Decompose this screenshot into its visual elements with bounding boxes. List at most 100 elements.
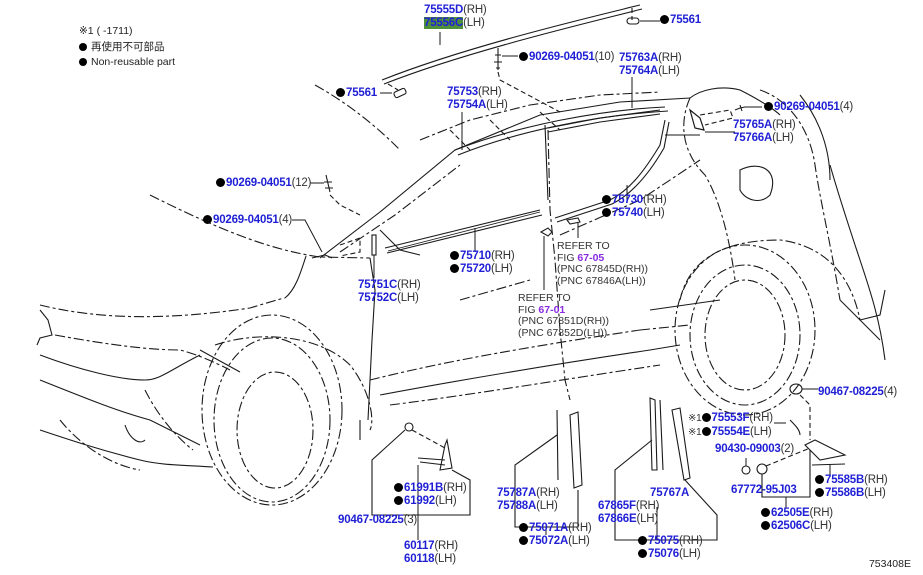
part-link-75585B[interactable]: 75585B — [825, 474, 865, 486]
part-link-75561[interactable]: 75561 — [670, 14, 701, 26]
non-reusable-dot-icon — [394, 483, 403, 492]
note-mark: ※1 — [79, 25, 94, 37]
part-link-90467-08225[interactable]: 90467-08225 — [818, 386, 884, 398]
refer-fig-67-05: REFER TO FIG 67-05 (PNC 67845D(RH)) (PNC… — [557, 240, 648, 287]
part-link-75075[interactable]: 75075 — [648, 535, 679, 547]
suffix-lh: (LH) — [536, 499, 558, 512]
roof-molding-drawing — [381, 4, 643, 85]
callout-75561-top: 75561 — [660, 14, 701, 27]
part-link-90269-04051[interactable]: 90269-04051 — [226, 177, 292, 189]
legend-non-reusable-jp: 再使用不可部品 — [79, 40, 165, 54]
pillar-garnish-center-drawing — [614, 397, 718, 541]
suffix-rh: (RH) — [568, 522, 592, 534]
refer-parts-drawing — [539, 217, 581, 290]
front-fender-garnish-drawing — [371, 422, 471, 540]
part-link-90269-04051[interactable]: 90269-04051 — [774, 101, 840, 113]
pillar-clips-drawing — [292, 174, 361, 259]
callout-screw-front-3: 90467-08225(3) — [338, 514, 417, 527]
part-link-61991B[interactable]: 61991B — [404, 482, 444, 494]
suffix-lh: (LH) — [434, 494, 457, 507]
illustration-id: 753408E — [868, 558, 911, 570]
part-link-90467-08225[interactable]: 90467-08225 — [338, 514, 404, 526]
non-reusable-dot-icon — [519, 523, 528, 532]
note-mark: ※1 — [688, 426, 702, 438]
refer-fig-67-01: REFER TO FIG 67-01 (PNC 67851D(RH)) (PNC… — [518, 292, 610, 339]
part-link-75586B[interactable]: 75586B — [825, 486, 865, 499]
part-link-75555D[interactable]: 75555D — [424, 4, 464, 16]
part-link-75710[interactable]: 75710 — [460, 250, 491, 262]
part-link-75720[interactable]: 75720 — [460, 262, 491, 275]
part-link-61992[interactable]: 61992 — [404, 494, 435, 507]
suffix-rh: (RH) — [434, 540, 458, 552]
pnc-rh: (PNC 67851D(RH)) — [518, 315, 610, 327]
part-link-75764A[interactable]: 75764A — [619, 64, 659, 77]
suffix-rh: (RH) — [658, 52, 682, 64]
part-link-75740[interactable]: 75740 — [612, 206, 643, 219]
part-link-75730[interactable]: 75730 — [612, 194, 643, 206]
suffix-lh: (LH) — [642, 206, 665, 219]
non-reusable-dot-icon — [638, 536, 647, 545]
callout-clip-rear-4: 90269-04051(4) — [764, 101, 853, 114]
part-link-75787A[interactable]: 75787A — [497, 487, 537, 499]
callout-75561-left: 75561 — [336, 87, 377, 100]
part-link-60118[interactable]: 60118 — [404, 552, 435, 565]
part-link-75553F[interactable]: 75553F — [711, 412, 750, 424]
part-link-75753[interactable]: 75753 — [447, 86, 478, 98]
non-reusable-dot-icon — [764, 102, 773, 111]
part-link-75561[interactable]: 75561 — [346, 87, 377, 99]
part-link-75767A[interactable]: 75767A — [650, 487, 690, 499]
fig-link-67-01[interactable]: 67-01 — [538, 303, 566, 316]
callout-rear-belt-molding: 75730(RH) 75740(LH) — [602, 194, 667, 219]
part-link-90269-04051[interactable]: 90269-04051 — [529, 51, 595, 63]
part-link-75763A[interactable]: 75763A — [619, 52, 659, 64]
fig-link-67-05[interactable]: 67-05 — [577, 251, 605, 264]
non-reusable-dot-icon — [701, 413, 711, 422]
callout-plug-95j03: 67772-95J03 — [731, 484, 797, 497]
part-link-62505E[interactable]: 62505E — [771, 507, 810, 519]
quantity: (4) — [278, 214, 293, 226]
clip-90269-10-drawing — [494, 48, 561, 113]
callout-mudguard-rear-set: 62505E(RH) 62506C(LH) — [761, 507, 833, 532]
suffix-rh: (RH) — [772, 119, 796, 131]
suffix-lh: (LH) — [810, 519, 832, 532]
quarter-molding-drawing — [688, 104, 762, 133]
fig-label: FIG — [518, 303, 536, 316]
part-link-75556C-highlighted[interactable]: 75556C — [424, 16, 464, 29]
part-link-75788A[interactable]: 75788A — [497, 499, 537, 512]
suffix-lh: (LH) — [658, 64, 680, 77]
legend-en-text: Non-reusable part — [91, 56, 176, 68]
suffix-lh: (LH) — [772, 131, 794, 144]
part-link-75072A[interactable]: 75072A — [529, 534, 569, 547]
non-reusable-dot-icon — [660, 15, 669, 24]
refer-label: REFER TO — [557, 240, 610, 252]
suffix-lh: (LH) — [434, 552, 456, 565]
part-link-67772-95J03[interactable]: 67772-95J03 — [731, 484, 797, 496]
part-link-62506C[interactable]: 62506C — [771, 519, 811, 532]
part-link-75071A[interactable]: 75071A — [529, 522, 569, 534]
quantity: (12) — [291, 177, 312, 189]
suffix-lh: (LH) — [568, 534, 590, 547]
callout-window-frame-front: 75753(RH) 75754A(LH) — [447, 86, 508, 111]
part-link-75752C[interactable]: 75752C — [358, 291, 398, 304]
callout-front-belt-molding: 75710(RH) 75720(LH) — [450, 250, 515, 275]
callout-pillar-garnish-center: 75767A — [650, 487, 689, 500]
part-link-75765A[interactable]: 75765A — [733, 119, 773, 131]
part-link-90430-09003[interactable]: 90430-09003 — [715, 443, 781, 455]
part-link-75751C[interactable]: 75751C — [358, 279, 398, 291]
part-link-75754A[interactable]: 75754A — [447, 98, 487, 111]
refer-label: REFER TO — [518, 292, 571, 304]
part-link-75554E[interactable]: 75554E — [711, 425, 751, 438]
window-frame-moldings — [454, 77, 669, 156]
non-reusable-dot-icon — [815, 487, 824, 497]
part-link-67866E[interactable]: 67866E — [598, 512, 637, 525]
non-reusable-dot-icon — [602, 207, 611, 217]
callout-mudguard-rear: 75585B(RH) 75586B(LH) — [815, 474, 888, 499]
part-link-60117[interactable]: 60117 — [404, 540, 435, 552]
note-range-text: ( -1711) — [96, 25, 133, 37]
part-link-75766A[interactable]: 75766A — [733, 131, 773, 144]
part-link-67865F[interactable]: 67865F — [598, 500, 636, 512]
part-link-75076[interactable]: 75076 — [648, 547, 679, 560]
part-link-90269-04051[interactable]: 90269-04051 — [213, 214, 279, 226]
non-reusable-dot-icon — [79, 58, 87, 66]
